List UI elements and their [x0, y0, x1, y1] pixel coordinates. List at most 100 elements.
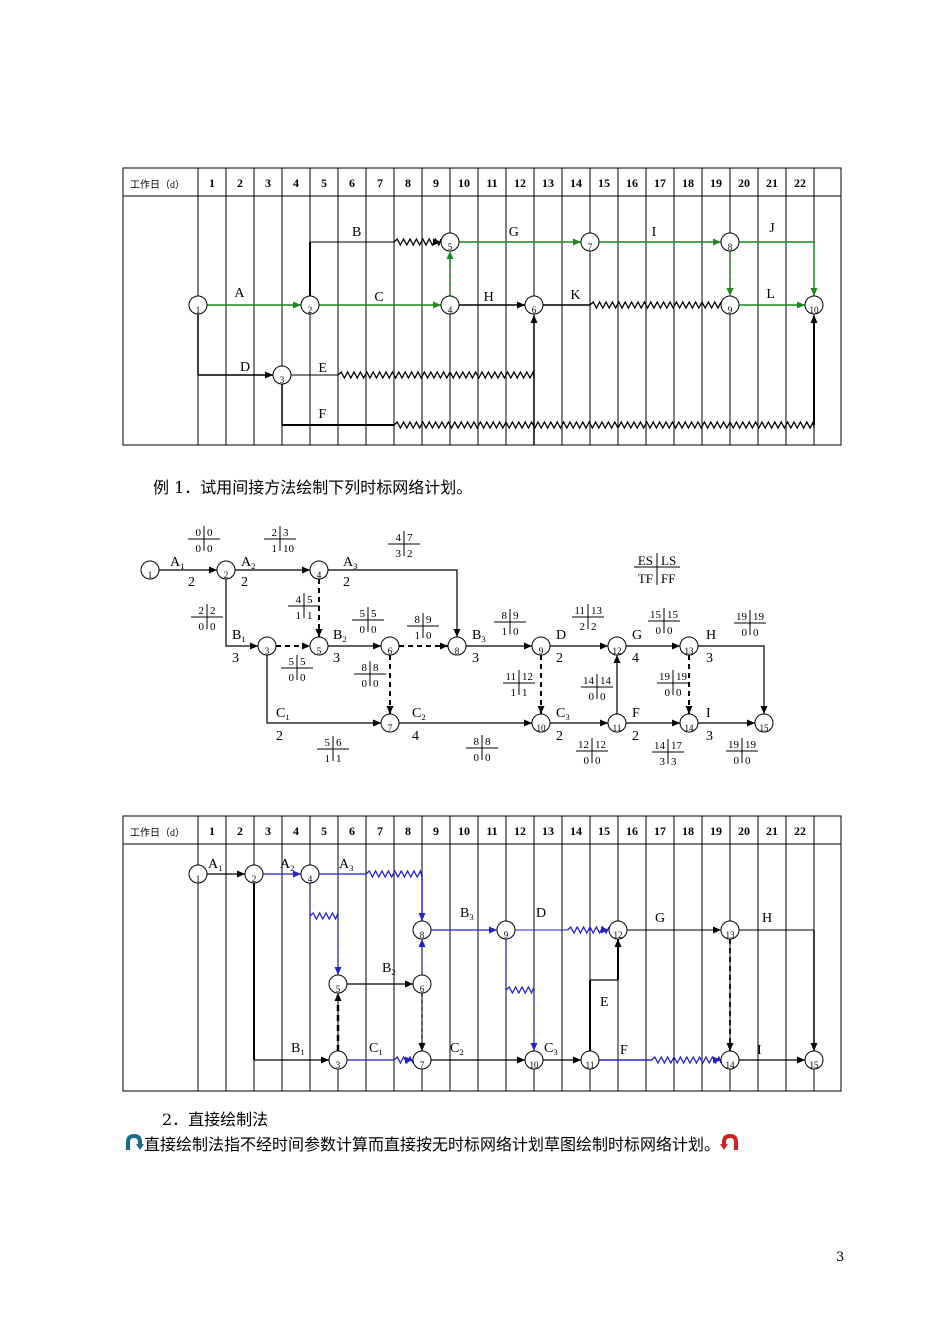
activity-duration: 4 — [632, 651, 639, 666]
activity-duration: 3 — [472, 651, 479, 666]
activity-C1-wavy — [393, 1055, 414, 1065]
arrowhead — [573, 238, 581, 246]
activity-label-J: J — [769, 221, 775, 236]
node-15 — [804, 1050, 824, 1070]
activity-K-wavy — [589, 300, 722, 310]
time-parameter-cross-ff: 0 — [373, 678, 379, 690]
activity-label: A3 — [343, 555, 357, 571]
arrowhead — [747, 719, 755, 727]
node-7 — [580, 232, 600, 252]
activity-duration: 3 — [333, 651, 340, 666]
time-parameter-cross-ff: 0 — [595, 755, 601, 767]
activity-label-G: G — [509, 225, 519, 240]
time-parameter-cross-ff: 2 — [407, 548, 413, 560]
time-parameter-cross-ls: 9 — [426, 614, 432, 626]
activity-E-wavy — [337, 369, 535, 380]
node-6-number: 6 — [420, 984, 425, 994]
node-15-number: 15 — [810, 1060, 820, 1070]
arrowhead — [418, 939, 426, 947]
activity-label: F — [632, 706, 640, 721]
node-8-number: 8 — [455, 646, 460, 656]
example-1-text: 例 1．试用间接方法绘制下列时标网络计划。 — [153, 478, 473, 497]
time-parameter-cross-ff: 0 — [210, 621, 216, 633]
curved-arrow-icon[interactable] — [720, 1133, 740, 1153]
d1-day-label: 12 — [514, 176, 526, 190]
node-7 — [380, 713, 400, 733]
time-parameter-cross-tf: 1 — [502, 626, 508, 638]
activity-duration: 2 — [632, 729, 639, 744]
d1-header-label: 工作日（d） — [130, 179, 185, 191]
arrowhead — [293, 301, 301, 309]
arrowhead — [433, 301, 441, 309]
arrowhead — [517, 1056, 525, 1064]
curved-arrow-icon[interactable] — [124, 1133, 144, 1153]
d2-day-label: 20 — [738, 824, 750, 838]
activity-label-I: I — [652, 225, 657, 240]
time-parameter-cross-es: 8 — [362, 662, 368, 674]
page-number: 3 — [836, 1250, 845, 1265]
d2-day-label: 12 — [514, 824, 526, 838]
legend-ls: LS — [661, 553, 676, 568]
activity-label-F: F — [318, 407, 326, 422]
time-parameter-cross-tf: 0 — [289, 672, 295, 684]
arrowhead — [265, 371, 273, 379]
activity-label-K: K — [570, 288, 580, 303]
node-1-number: 1 — [148, 570, 153, 580]
time-parameter-cross-es: 19 — [728, 739, 740, 751]
activity-A3 — [328, 569, 458, 637]
time-parameter-cross-ff: 0 — [753, 627, 759, 639]
node-1 — [188, 864, 208, 884]
node-11-number: 11 — [586, 1060, 595, 1070]
activity-label: B1 — [291, 1041, 305, 1057]
node-9-number: 9 — [504, 930, 509, 940]
time-parameter-cross-ls: 2 — [210, 605, 216, 617]
arrowhead — [517, 301, 525, 309]
d1-day-label: 18 — [682, 176, 694, 190]
time-parameter-cross-ff: 0 — [485, 752, 491, 764]
time-parameter-cross-es: 12 — [578, 739, 589, 751]
d1-frame — [122, 167, 842, 446]
time-parameter-cross-tf: 0 — [196, 543, 202, 555]
node-9 — [531, 636, 551, 656]
d2-day-label: 14 — [570, 824, 582, 838]
node-10 — [524, 1050, 544, 1070]
arrowhead — [440, 642, 448, 650]
arrowhead — [405, 1056, 413, 1064]
node-8 — [412, 920, 432, 940]
node-11-number: 11 — [613, 723, 622, 733]
legend-tf: TF — [638, 571, 653, 586]
d2-day-label: 19 — [710, 824, 722, 838]
time-parameter-cross-ls: 9 — [513, 610, 519, 622]
activity-label: B1 — [232, 628, 246, 644]
node-6 — [380, 636, 400, 656]
time-parameter-cross-tf: 1 — [296, 610, 302, 622]
time-parameter-cross-ff: 0 — [426, 630, 432, 642]
time-parameter-cross-ff: 0 — [676, 687, 682, 699]
node-4-number: 4 — [308, 874, 313, 884]
arrowhead — [614, 939, 622, 947]
time-parameter-cross-tf: 0 — [665, 687, 671, 699]
time-parameter-cross-ls: 5 — [307, 594, 313, 606]
d1-day-label: 1 — [209, 176, 215, 190]
d2-day-label: 5 — [321, 824, 327, 838]
node-3-number: 3 — [280, 375, 285, 385]
time-parameter-cross-tf: 1 — [511, 687, 517, 699]
node-2-number: 2 — [252, 874, 257, 884]
arrowhead — [797, 301, 805, 309]
d2-day-label: 9 — [433, 824, 439, 838]
arrowhead — [685, 706, 693, 714]
arrowhead — [237, 870, 245, 878]
time-parameter-cross-es: 8 — [502, 610, 508, 622]
d1-day-label: 14 — [570, 176, 582, 190]
time-parameter-cross-ls: 6 — [336, 737, 342, 749]
section-heading: 2．直接绘制法 — [162, 1110, 269, 1129]
arrowhead — [713, 926, 721, 934]
time-parameter-cross-ls: 5 — [371, 608, 377, 620]
d2-day-label: 22 — [794, 824, 806, 838]
activity-duration: 2 — [241, 575, 248, 590]
time-parameter-cross-es: 14 — [654, 740, 666, 752]
node-5 — [309, 636, 329, 656]
activity-duration: 4 — [412, 729, 419, 744]
description-text: 直接绘制法指不经时间参数计算而直接按无时标网络计划草图绘制时标网络计划。 — [144, 1135, 721, 1154]
